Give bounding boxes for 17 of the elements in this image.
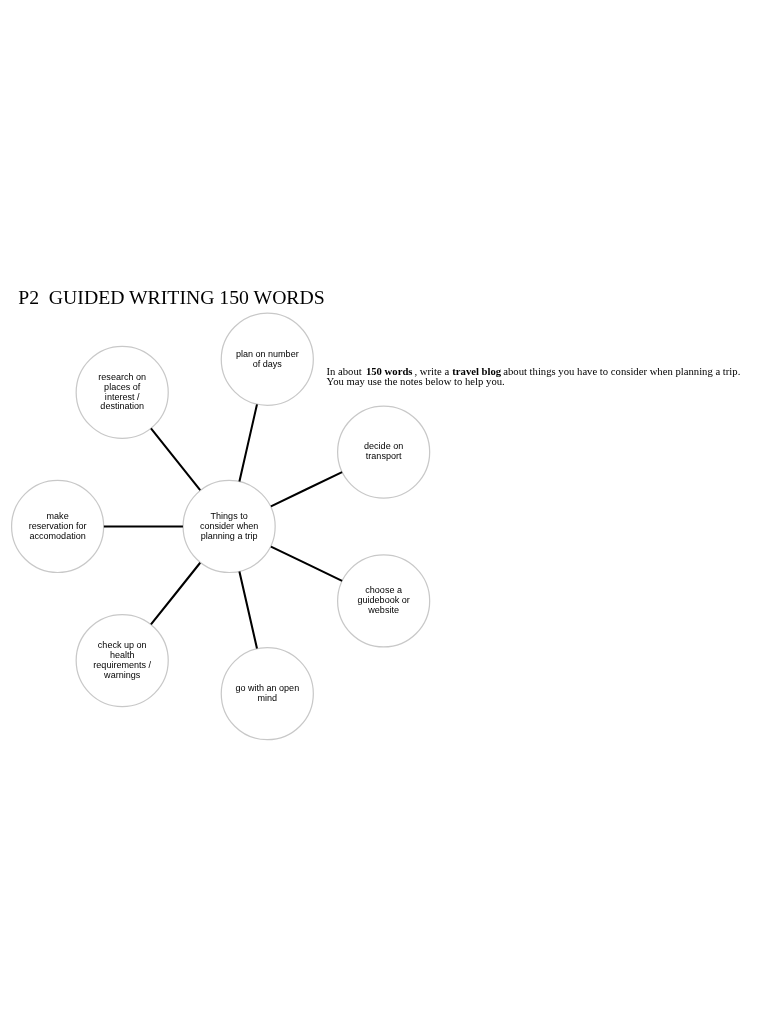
node-circle: plan on number of days bbox=[220, 312, 314, 406]
connector bbox=[150, 427, 201, 491]
node-circle: Things to consider when planning a trip bbox=[182, 479, 276, 573]
node-circle: research on places of interest / destination bbox=[75, 345, 169, 439]
connector bbox=[270, 470, 343, 507]
connector bbox=[238, 403, 258, 482]
connector bbox=[150, 561, 201, 625]
label: In about 150 words, write a travel blog about things you have to consider when planning a trip. You may use the notes below to help you. bbox=[326, 364, 741, 387]
diagram-title: P2 GUIDED WRITING 150 WORDS bbox=[18, 285, 325, 308]
node-circle: go with an open mind bbox=[220, 646, 314, 740]
connector bbox=[238, 570, 258, 649]
node-circle: decide on transport bbox=[337, 404, 431, 499]
node-circle: check up on health requirements / warnings bbox=[75, 613, 169, 707]
connector bbox=[103, 524, 183, 527]
connector bbox=[270, 545, 343, 582]
node-circle: make reservation for accomodation bbox=[10, 479, 105, 573]
node-circle: choose a guidebook or website bbox=[337, 553, 431, 648]
